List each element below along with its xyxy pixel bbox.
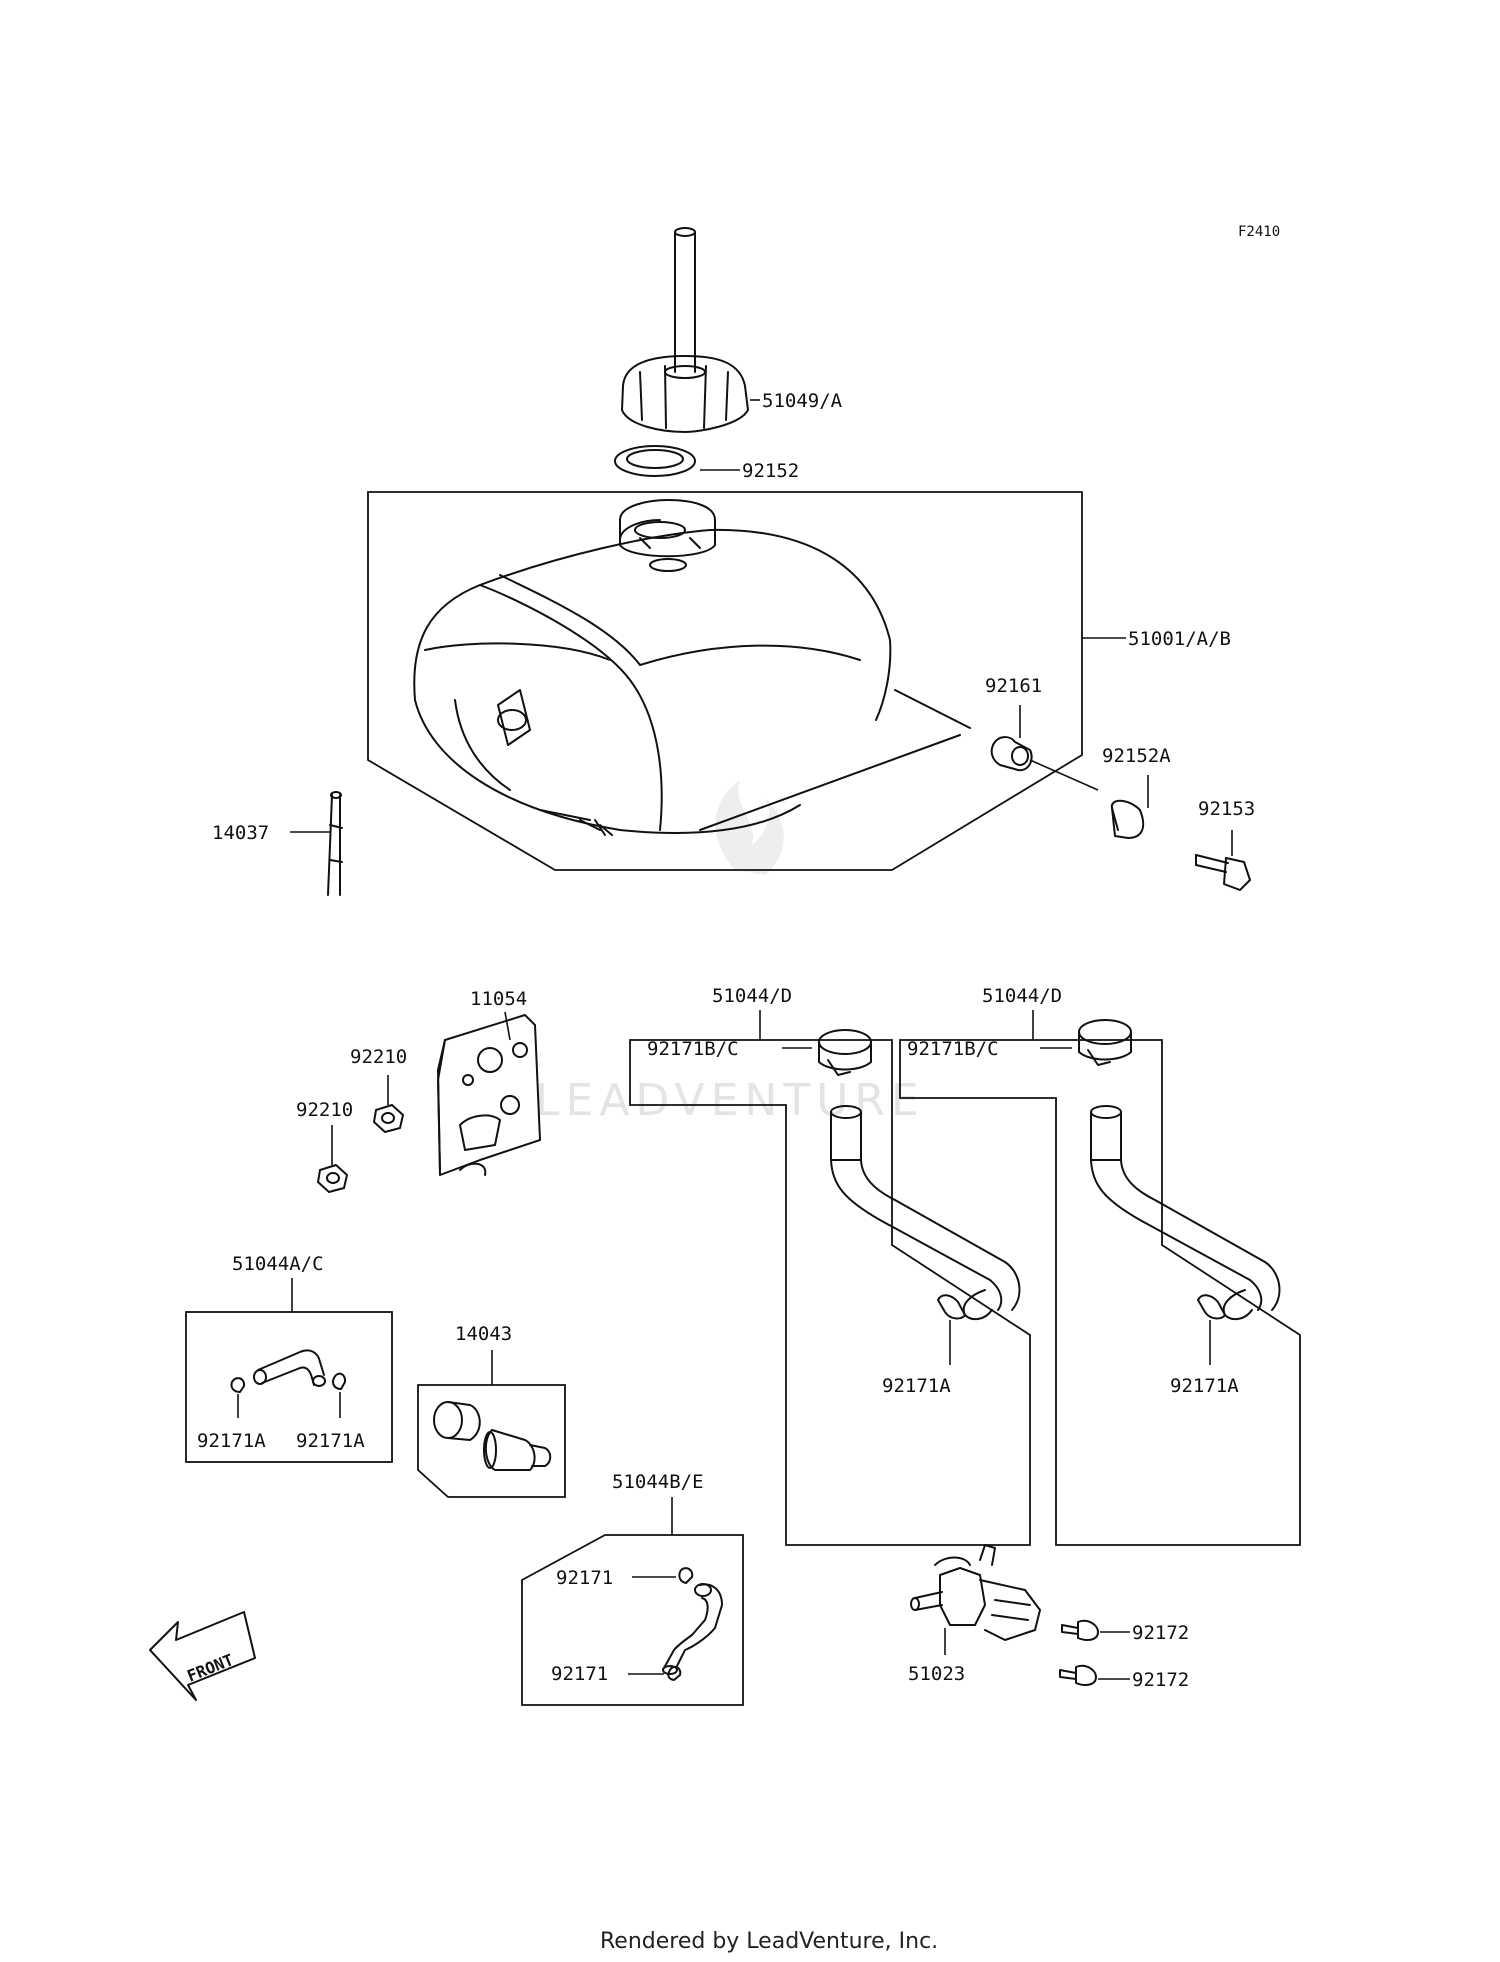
small-hose-kit-box [185, 1311, 393, 1463]
hose-kit-right-box [899, 1039, 1301, 1546]
fuel-filter-kit-box [417, 1384, 566, 1498]
nut-lower[interactable] [317, 1164, 348, 1193]
callout-92152a: 92152A [1102, 745, 1171, 767]
hose-right[interactable] [1090, 1105, 1281, 1321]
callout-92153: 92153 [1198, 798, 1255, 820]
callout-92161: 92161 [985, 675, 1042, 697]
fuel-filter-clamp[interactable] [433, 1401, 481, 1441]
tank-cushion[interactable] [990, 736, 1033, 772]
fuel-cock[interactable] [910, 1544, 1041, 1641]
nut-upper[interactable] [373, 1104, 404, 1133]
clip-right[interactable] [1197, 1294, 1226, 1320]
hose-be-clip-upper[interactable] [678, 1567, 694, 1584]
hose-left-clamp[interactable] [818, 1029, 872, 1076]
footer-credit: Rendered by LeadVenture, Inc. [600, 1929, 938, 1954]
bracket[interactable] [437, 1014, 541, 1176]
hose-be-clip-lower[interactable] [667, 1665, 682, 1681]
callout-51001-a-b: 51001/A/B [1128, 628, 1231, 650]
screw-upper[interactable] [1061, 1619, 1099, 1641]
callout-14037: 14037 [212, 822, 269, 844]
fuel-tank-outline-box [367, 491, 1083, 871]
callout-51044-d-right: 51044/D [982, 985, 1062, 1007]
callout-92171a-small-b: 92171A [296, 1430, 365, 1452]
callout-92171-be-upper: 92171 [556, 1567, 613, 1589]
cap-gasket[interactable] [614, 445, 696, 477]
callout-92210-lower: 92210 [296, 1099, 353, 1121]
tank-filler-neck [619, 499, 716, 572]
callout-14043: 14043 [455, 1323, 512, 1345]
small-hose[interactable] [253, 1349, 326, 1387]
watermark: LEADVENTURE [535, 780, 925, 1126]
screw-lower[interactable] [1059, 1664, 1097, 1686]
hose-kit-be-box [521, 1534, 744, 1706]
filler-cap[interactable] [621, 227, 749, 433]
breather-tube[interactable] [327, 791, 343, 896]
callout-11054: 11054 [470, 988, 527, 1010]
callout-92172-lower: 92172 [1132, 1669, 1189, 1691]
callout-92172-upper: 92172 [1132, 1622, 1189, 1644]
callout-51049-a: 51049/A [762, 390, 843, 412]
callout-92210-upper: 92210 [350, 1046, 407, 1068]
diagram-code: F2410 [1238, 224, 1280, 240]
callout-92171a-left: 92171A [882, 1375, 951, 1397]
washer[interactable] [1110, 799, 1145, 839]
bolt[interactable] [1195, 854, 1251, 891]
callout-51023: 51023 [908, 1663, 965, 1685]
hose-kit-left-box [629, 1039, 1031, 1546]
hose-left[interactable] [830, 1105, 1021, 1321]
callout-92171a-small-a: 92171A [197, 1430, 266, 1452]
clip-left[interactable] [937, 1294, 966, 1320]
callout-92171a-right: 92171A [1170, 1375, 1239, 1397]
callout-92152: 92152 [742, 460, 799, 482]
small-hose-clip-a[interactable] [230, 1377, 246, 1393]
watermark-text: LEADVENTURE [535, 1075, 925, 1126]
callout-92171b-c-left: 92171B/C [647, 1038, 739, 1060]
callout-92171b-c-right: 92171B/C [907, 1038, 999, 1060]
hose-be[interactable] [662, 1583, 723, 1675]
callout-51044-d-left: 51044/D [712, 985, 792, 1007]
callout-51044a-c: 51044A/C [232, 1253, 324, 1275]
fuel-filter[interactable] [483, 1429, 552, 1471]
small-hose-clip-b[interactable] [331, 1372, 347, 1390]
fuel-tank[interactable] [413, 519, 971, 836]
front-label: FRONT [184, 1650, 236, 1686]
front-arrow-icon: FRONT [149, 1611, 256, 1701]
hose-right-clamp[interactable] [1078, 1019, 1132, 1066]
callout-51044b-e: 51044B/E [612, 1471, 704, 1493]
callout-92171-be-lower: 92171 [551, 1663, 608, 1685]
